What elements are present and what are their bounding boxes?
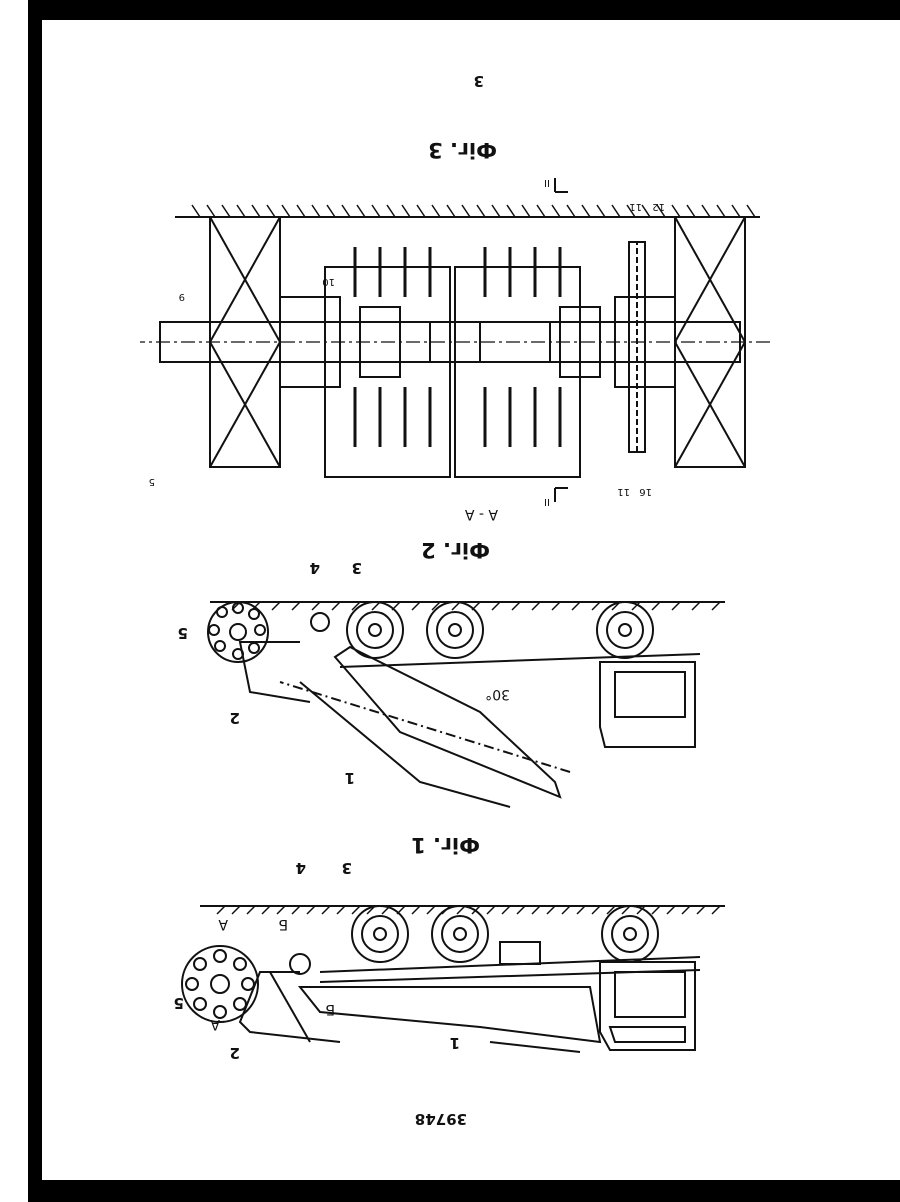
figure-2-label-2: 2 [230, 709, 240, 727]
figure-3-label-16: 16 [639, 486, 652, 497]
figure-1-label-4: 4 [296, 859, 306, 877]
figure-1-section-mark-b-bottom: Б [325, 1001, 335, 1017]
figure-1-section-mark-a-bottom: А [210, 1016, 220, 1032]
figure-3-caption: Фіг. 3 [428, 138, 497, 162]
figure-1-caption: Фіг. 1 [411, 833, 480, 857]
figure-3-section-mark-bottom: ІІ [544, 496, 550, 507]
figure-3-label-11-bottom: 11 [617, 486, 630, 497]
figure-2-label-5: 5 [178, 624, 188, 642]
figure-2-label-1: 1 [345, 769, 355, 787]
figure-1-label-5: 5 [174, 994, 184, 1012]
figure-2-angle: 30° [485, 686, 510, 702]
figure-1-label-1: 1 [450, 1034, 460, 1052]
figure-3-label-5: 5 [149, 476, 155, 487]
figure-1-section-mark-a-top: А [218, 916, 228, 932]
figure-3-label-9: 9 [179, 291, 185, 302]
figure-3-label-12: 12 [652, 201, 665, 212]
figure-1-label-3: 3 [342, 859, 352, 877]
figure-2-label-4: 4 [310, 559, 320, 577]
figure-3-section-mark-top: ІІ [544, 177, 550, 188]
figure-3-label-10: 10 [322, 276, 335, 287]
figure-2-label-3: 3 [352, 559, 362, 577]
figure-3-section-title: А - А [465, 506, 498, 522]
figure-3-label-11-top: 11 [629, 201, 642, 212]
figure-2-caption: Фіг. 2 [421, 538, 490, 562]
figure-1-section-mark-b-top: Б [278, 916, 288, 932]
figure-1-label-2: 2 [230, 1044, 240, 1062]
